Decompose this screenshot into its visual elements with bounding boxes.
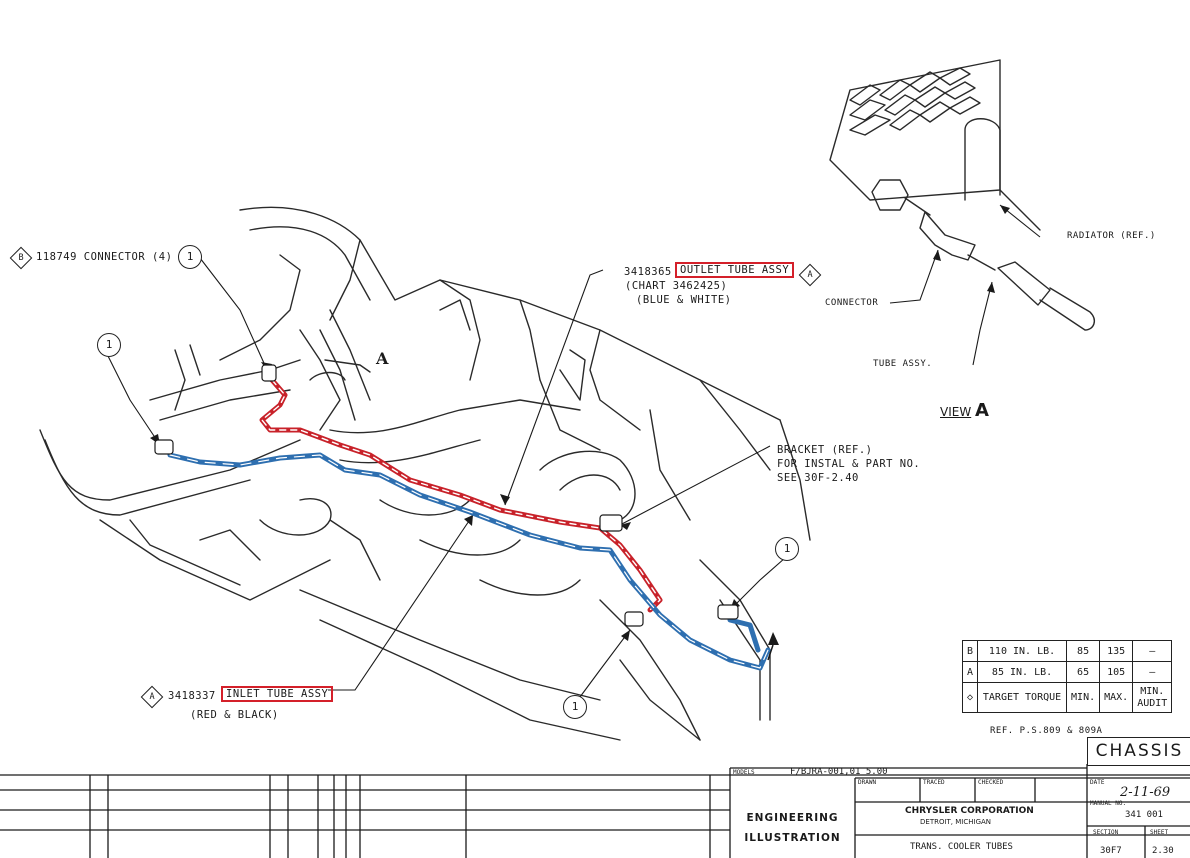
callout-1-left: 1 [97,333,121,357]
torque-min: 85 [1066,640,1101,662]
connector-label: CONNECTOR [825,298,879,308]
frame-rail-outline [39,429,301,501]
engineering-illustration-label: ENGINEERING ILLUSTRATION [735,808,850,848]
connector-fitting [919,211,976,261]
outlet-tube [259,377,663,613]
date-value: 2-11-69 [1120,785,1171,800]
callout-1-bottom: 1 [563,695,587,719]
radiator-fitting-nut [871,179,909,211]
torque-row-a: A 85 IN. LB. 65 105 — [961,661,1173,683]
manual-value: 341 001 [1125,810,1163,820]
tube-nut-fitting [997,261,1051,306]
checked-label: CHECKED [978,779,1004,786]
drawing-title: TRANS. COOLER TUBES [910,842,1013,852]
eng-line2: ILLUSTRATION [744,832,841,844]
outlet-part-number: 3418365 [624,266,672,278]
torque-max: 105 [1099,661,1134,683]
bracket-label-line2: FOR INSTAL & PART NO. [777,458,921,470]
radiator-outline [829,59,1001,201]
view-a-title: VIEW A [940,400,989,421]
inlet-part-number: 3418337 [168,690,216,702]
torque-table: B 110 IN. LB. 85 135 — A 85 IN. LB. 65 1… [961,640,1173,713]
manual-label: MANUAL NO. [1090,800,1127,807]
sheet-label: SHEET [1150,829,1169,836]
inlet-color-label: (RED & BLACK) [190,709,279,721]
connector-part-label: 118749 CONNECTOR (4) [36,251,173,263]
traced-label: TRACED [923,779,945,786]
torque-mark: A [961,661,979,683]
radiator-label: RADIATOR (REF.) [1067,231,1156,241]
torque-target: 85 IN. LB. [977,661,1068,683]
torque-header-target: TARGET TORQUE [977,682,1068,713]
torque-header-row: ◇ TARGET TORQUE MIN. MAX. MIN. AUDIT [961,682,1173,713]
outlet-tube-label: OUTLET TUBE ASSY [675,262,795,278]
torque-audit: — [1132,640,1173,662]
torque-max: 135 [1099,640,1134,662]
torque-target: 110 IN. LB. [977,640,1068,662]
company-name: CHRYSLER CORPORATION [905,806,1034,816]
chassis-title: CHASSIS [1087,737,1190,766]
inlet-tube [167,452,771,671]
torque-audit: — [1132,661,1173,683]
company-city: DETROIT, MICHIGAN [920,818,992,826]
floor-pan-outline [239,206,781,421]
outlet-chart-label: (CHART 3462425) [625,280,728,292]
torque-header-audit: MIN. AUDIT [1132,682,1173,713]
torque-header-min: MIN. [1066,682,1101,713]
torque-header-diamond: ◇ [961,682,979,713]
inlet-tube-label: INLET TUBE ASSY [221,686,334,702]
torque-header-max: MAX. [1099,682,1134,713]
torque-min: 65 [1066,661,1101,683]
models-label: MODELS [733,769,755,776]
section-label: SECTION [1093,829,1119,836]
callout-1-connector: 1 [178,245,202,269]
drawn-label: DRAWN [858,779,877,786]
date-label: DATE [1090,779,1105,786]
torque-row-b: B 110 IN. LB. 85 135 — [961,640,1173,662]
eng-line1: ENGINEERING [746,812,839,824]
bracket-label-line1: BRACKET (REF.) [777,444,873,456]
callout-1-right: 1 [775,537,799,561]
bracket-label-line3: SEE 30F-2.40 [777,472,859,484]
torque-ref: REF. P.S.809 & 809A [990,726,1103,736]
torque-mark: B [961,640,979,662]
tube-assy-label: TUBE ASSY. [873,359,933,369]
sheet-value: 2.30 [1152,846,1174,856]
outlet-color-label: (BLUE & WHITE) [636,294,732,306]
models-value: F/BJRA-001,01 5.00 [790,767,888,777]
section-value: 30F7 [1100,846,1122,856]
view-a-marker: A [376,349,389,368]
